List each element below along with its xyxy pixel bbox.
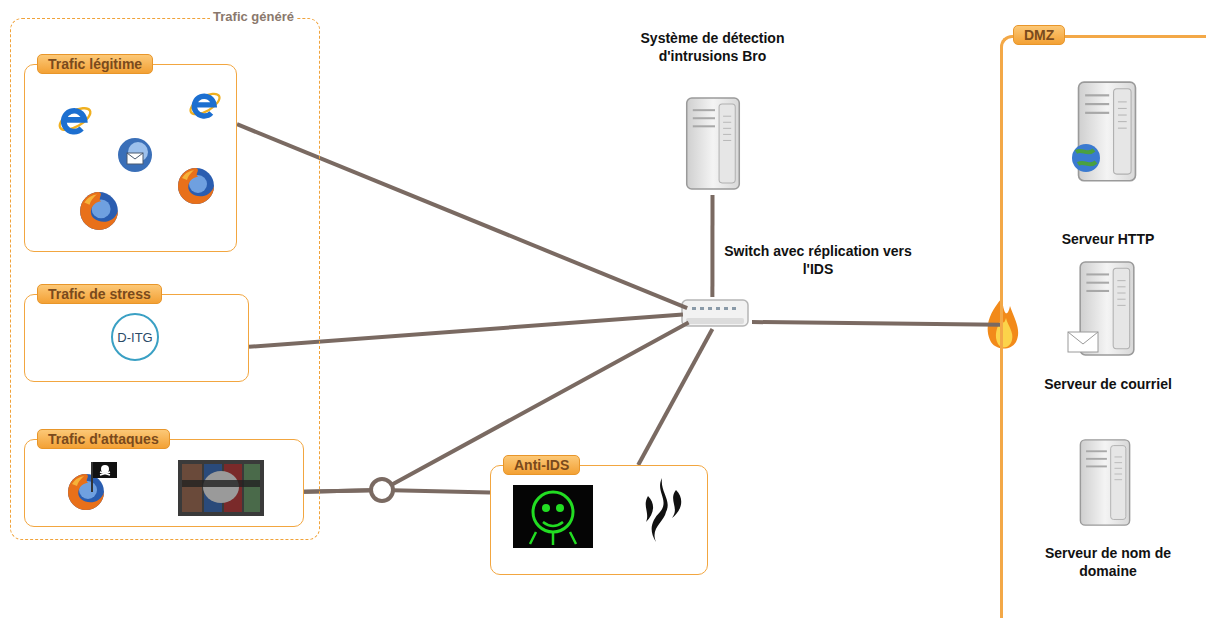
group-box: Trafic légitime [24,64,237,252]
group-frame: Trafic généréTrafic légitimeTrafic de st… [10,18,320,540]
network-link [710,195,714,297]
node-label: Trafic généré [210,9,297,24]
node-label: DMZ [1013,25,1065,45]
node-label: Système de détection d'intrusions Bro [623,30,803,65]
group-box: Anti-IDS [490,465,708,575]
node-label: Anti-IDS [503,455,580,475]
server-node: Serveur HTTP [1023,78,1193,248]
node-label: Trafic de stress [37,284,162,304]
network-link [304,490,490,493]
node-label: Trafic légitime [37,54,153,74]
node-label: Serveur de nom de domaine [1033,545,1183,580]
ids-server: Système de détection d'intrusions Bro [600,30,825,195]
network-link [638,329,712,465]
node-label: Trafic d'attaques [37,429,170,449]
node-label: D-ITG [117,330,152,345]
network-link [304,323,689,492]
junction-dot [371,479,393,501]
server-node: Serveur de courriel [1023,263,1193,393]
tool-circle: D-ITG [111,313,159,361]
network-link [237,124,687,308]
network-switch: Switch avec réplication vers l'IDS [680,297,752,329]
network-link [752,322,1000,325]
node-label: Serveur de courriel [1033,376,1183,394]
group-box: Trafic d'attaques [24,439,304,527]
dmz-zone: DMZServeur HTTPServeur de courrielServeu… [1000,35,1206,618]
group-box: Trafic de stressD-ITG [24,294,249,382]
node-label: Serveur HTTP [1033,231,1183,249]
node-label: Switch avec réplication vers l'IDS [718,243,918,278]
server-node: Serveur de nom de domaine [1023,438,1193,580]
network-link [249,315,683,347]
